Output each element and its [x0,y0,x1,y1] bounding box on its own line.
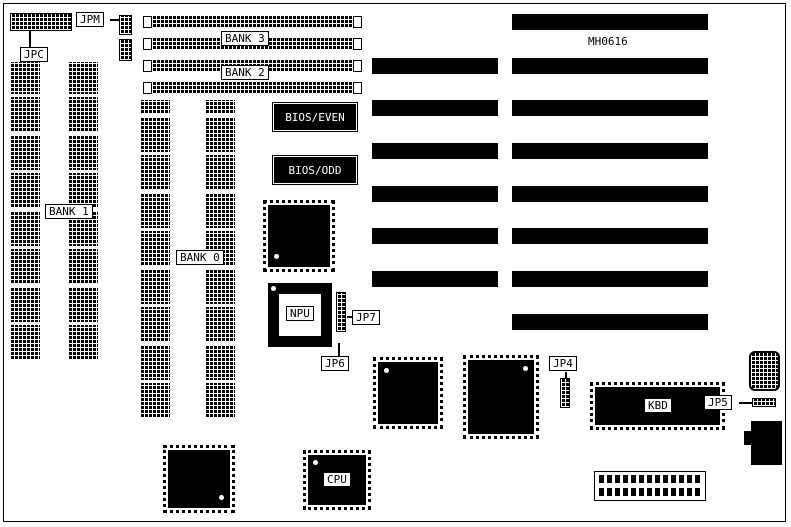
keyboard-din-port-tab [744,431,751,445]
power-connector-pins-top [599,475,701,483]
bank1-dram-column-1 [10,62,40,360]
jp6-leader-line [338,343,340,356]
board-id-text: MH0616 [588,35,628,48]
jp5-leader-line [739,402,752,404]
controller-qfp-chip-3 [163,445,235,513]
jp4-jumper-block [560,378,570,408]
isa-slot-ext-4 [372,143,498,159]
bank3-simm-row-1 [152,16,353,28]
keyboard-din-port [751,421,782,465]
isa-slot-ext-7 [372,271,498,287]
isa-slot-long-3 [512,100,708,116]
isa-slot-long-6 [512,228,708,244]
bios-even-chip: BIOS/EVEN [272,102,358,132]
jpm-header-upper [119,15,132,35]
jp7-leader-line [347,316,352,318]
isa-slot-long-1 [512,14,708,30]
jp4-label: JP4 [549,356,577,371]
pin1-dot [384,368,389,373]
isa-slot-long-2 [512,58,708,74]
isa-slot-long-7 [512,271,708,287]
jp7-label: JP7 [352,310,380,325]
bank2-label: BANK 2 [221,65,269,80]
simm-socket-clip [353,60,362,72]
simm-socket-clip [353,16,362,28]
simm-socket-clip [143,82,152,94]
simm-socket-clip [143,16,152,28]
simm-socket-clip [143,38,152,50]
pin1-dot [313,460,318,465]
pin1-dot [274,254,279,259]
jpc-leader-line [29,31,31,47]
power-connector [594,471,706,501]
jpc-label: JPC [20,47,48,62]
pin1-dot [219,495,224,500]
isa-slot-ext-6 [372,228,498,244]
isa-slot-long-4 [512,143,708,159]
chipset-qfp-chip [263,200,335,272]
isa-slot-ext-2 [372,58,498,74]
isa-slot-ext-5 [372,186,498,202]
controller-qfp-chip-1 [373,357,443,429]
bank1-label: BANK 1 [45,204,93,219]
jp7-jumper-block [336,292,346,332]
npu-label: NPU [286,306,314,321]
jpc-connector [10,13,72,31]
jp5-header [752,398,776,407]
pin1-dot [271,286,276,291]
simm-socket-clip [353,82,362,94]
jp4-leader-line [565,372,567,378]
controller-qfp-chip-2 [463,355,539,439]
bank0-dram-column-1 [140,100,170,418]
pin1-dot [523,366,528,371]
jpm-leader-line [110,19,119,21]
cpu-label: CPU [323,472,351,487]
jpm-header-lower [119,39,132,61]
board-outline [3,3,786,522]
isa-slot-long-5 [512,186,708,202]
keyboard-connector [749,351,780,391]
bank3-label: BANK 3 [221,31,269,46]
power-connector-pins-bottom [599,488,701,496]
bank0-label: BANK 0 [176,250,224,265]
bank2-simm-row-2 [152,82,353,94]
simm-socket-clip [143,60,152,72]
bios-odd-chip: BIOS/ODD [272,155,358,185]
simm-socket-clip [353,38,362,50]
kbd-label: KBD [644,398,672,413]
isa-slot-long-8 [512,314,708,330]
jp5-label: JP5 [704,395,732,410]
jpm-label: JPM [76,12,104,27]
jp6-label: JP6 [321,356,349,371]
isa-slot-ext-3 [372,100,498,116]
